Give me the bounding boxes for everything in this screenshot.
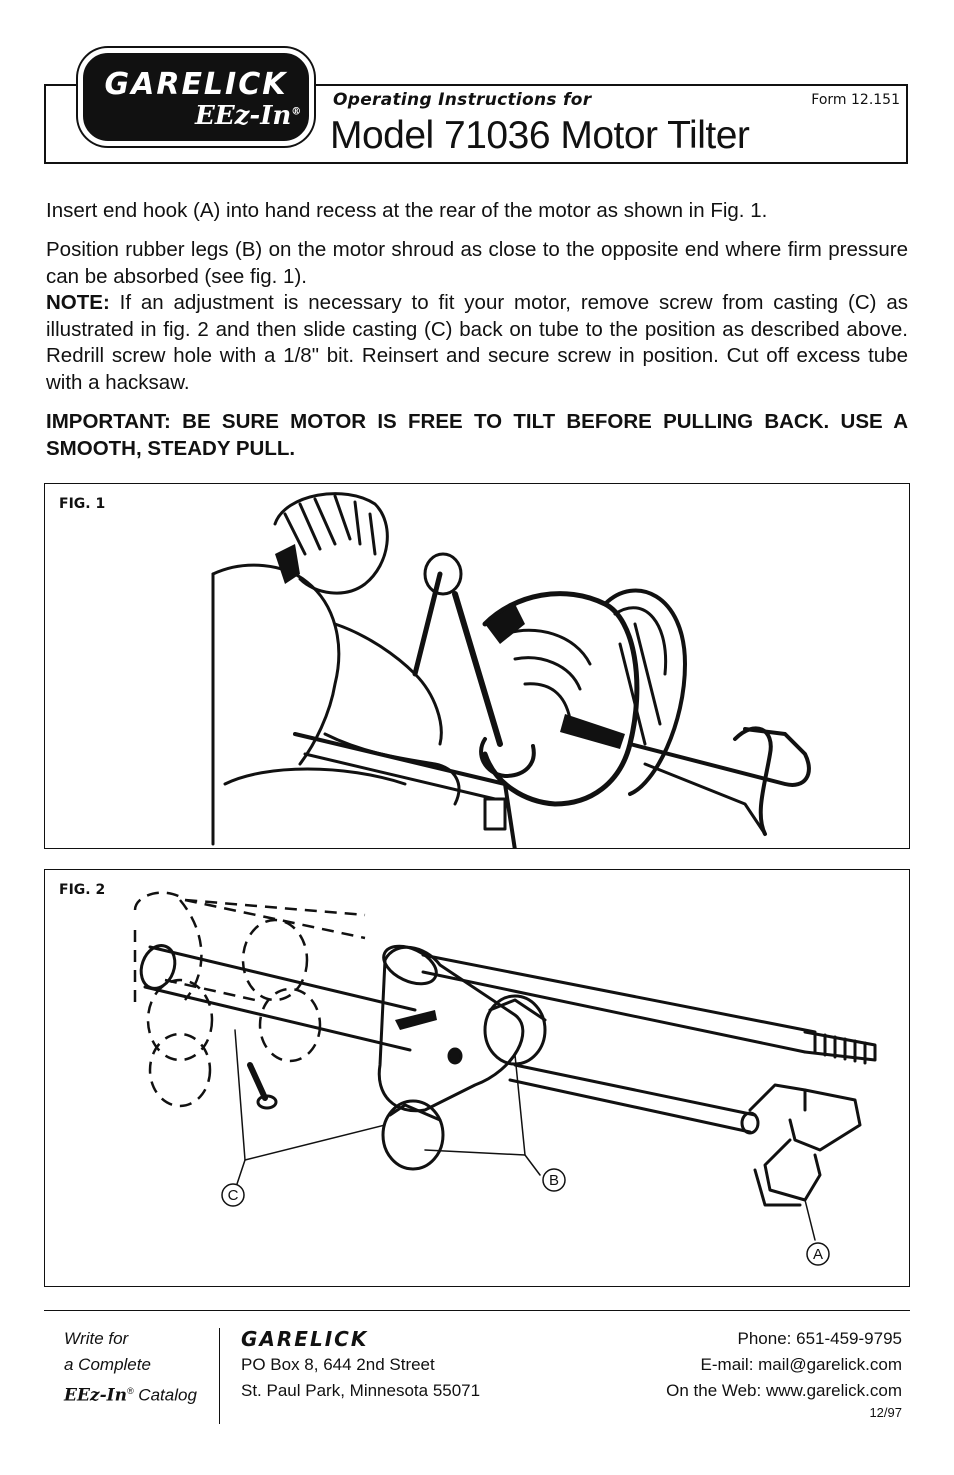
logo-registered: ®	[291, 106, 302, 118]
header-box	[44, 84, 908, 164]
logo-eezin-text: EEz-In	[195, 101, 292, 131]
paragraph-2: Position rubber legs (B) on the motor sh…	[46, 238, 908, 288]
phone: Phone: 651-459-9795	[737, 1329, 902, 1348]
fig2-illustration: C B A	[133, 891, 877, 1266]
garelick-logo: GARELICK EEz-In®	[78, 48, 314, 146]
catalog-line2: a Complete	[64, 1355, 151, 1374]
fig2-label: FIG. 2	[59, 882, 106, 898]
note-paragraph: NOTE: If an adjustment is necessary to f…	[46, 290, 908, 396]
date-code: 12/97	[869, 1405, 902, 1420]
email-link[interactable]: E-mail: mail@garelick.com	[700, 1355, 902, 1374]
catalog-line1: Write for	[64, 1329, 129, 1348]
note-text: If an adjustment is necessary to fit you…	[46, 291, 908, 394]
footer-rule	[44, 1310, 910, 1311]
figure-2: FIG. 2	[44, 869, 910, 1287]
callout-b: B	[549, 1172, 559, 1189]
web-link[interactable]: On the Web: www.garelick.com	[666, 1381, 902, 1400]
logo-wordmark: GARELICK	[104, 67, 288, 102]
figure-1: FIG. 1	[44, 483, 910, 849]
address-line1: PO Box 8, 644 2nd Street	[241, 1355, 435, 1374]
catalog-registered: ®	[126, 1386, 134, 1396]
fig1-label: FIG. 1	[59, 496, 106, 512]
form-number: Form 12.151	[811, 92, 900, 108]
contact-block: Phone: 651-459-9795 E-mail: mail@garelic…	[666, 1326, 902, 1422]
logo-eezin: EEz-In®	[195, 101, 301, 131]
catalog-brand: EEz-In	[64, 1385, 127, 1406]
page-title: Model 71036 Motor Tilter	[330, 114, 750, 157]
footer-logo: GARELICK	[241, 1327, 369, 1351]
fig1-illustration	[211, 492, 811, 848]
callout-c: C	[228, 1187, 239, 1204]
callout-a: A	[813, 1246, 823, 1263]
catalog-word: Catalog	[133, 1385, 197, 1405]
catalog-note: Write for a Complete EEz-In® Catalog	[64, 1326, 197, 1409]
footer-divider	[219, 1328, 220, 1424]
important-warning: IMPORTANT: BE SURE MOTOR IS FREE TO TILT…	[46, 410, 908, 460]
paragraph-1: Insert end hook (A) into hand recess at …	[46, 199, 768, 222]
address-line2: St. Paul Park, Minnesota 55071	[241, 1381, 481, 1400]
subtitle: Operating Instructions for	[333, 90, 592, 110]
catalog-line3: EEz-In® Catalog	[64, 1378, 197, 1409]
address-block: GARELICK PO Box 8, 644 2nd Street St. Pa…	[241, 1326, 480, 1404]
note-label: NOTE:	[46, 291, 110, 314]
